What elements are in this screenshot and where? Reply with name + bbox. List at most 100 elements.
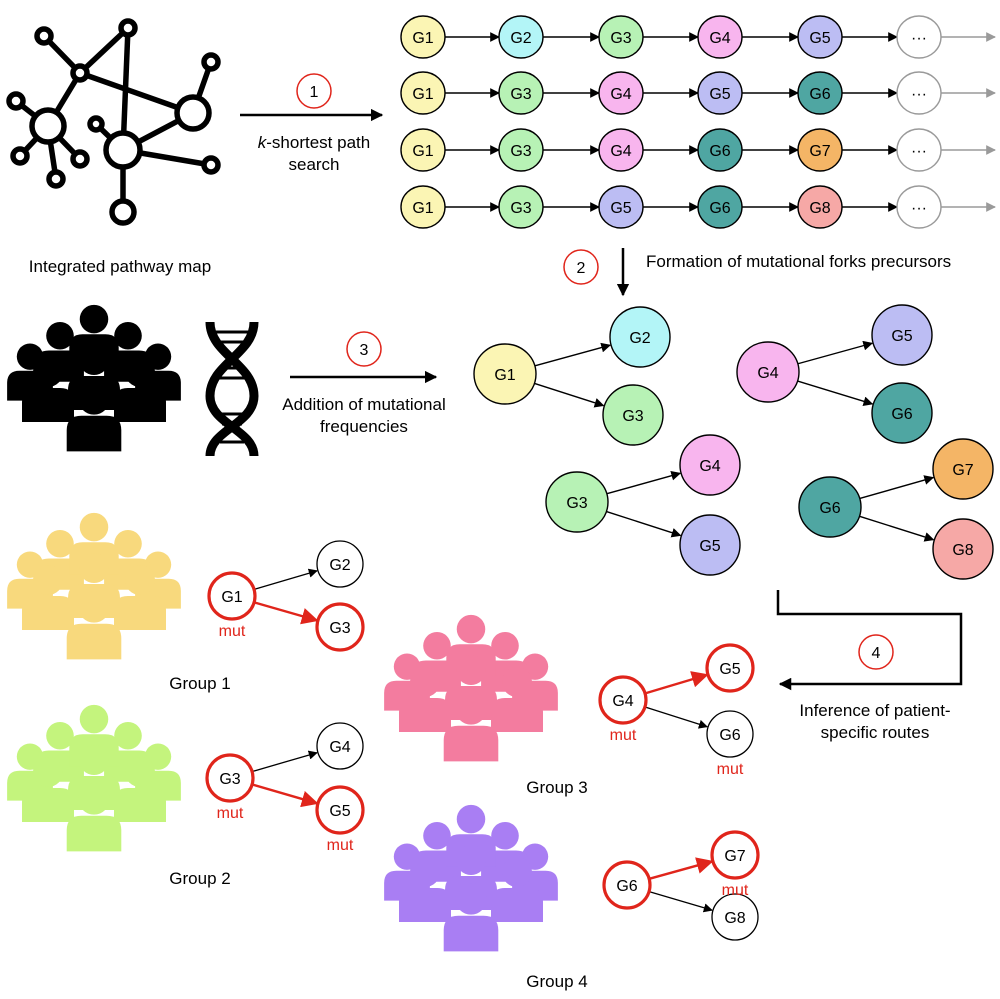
edge-arrow (252, 783, 319, 808)
group-top-node: G2 (316, 540, 364, 588)
node-label: G5 (709, 86, 730, 103)
people-crowd-icon (7, 305, 181, 452)
node-label: ··· (911, 30, 927, 47)
step-2: 2 Formation of mutational forks precurso… (563, 248, 951, 297)
node-label: G6 (809, 86, 830, 103)
fork-child-node: G5 (679, 514, 741, 576)
node-circle (896, 185, 942, 229)
fork-root-node: G6 (798, 476, 862, 538)
node-circle (697, 15, 743, 59)
pathway-map-label: Integrated pathway map (29, 257, 211, 276)
step-4-label-line2: specific routes (821, 723, 930, 742)
node-label: G4 (699, 458, 720, 475)
edge-arrow (859, 475, 935, 500)
node-circle (598, 675, 648, 725)
node-label: G6 (719, 727, 740, 744)
node-label: ··· (911, 200, 927, 217)
node-label: G2 (629, 330, 650, 347)
step-3-label-line1: Addition of mutational (282, 395, 446, 414)
group-1-crowd-icon (7, 513, 181, 660)
mut-label: mut (217, 805, 244, 822)
gene-node-g1: G1 (400, 185, 446, 229)
node-label: G3 (329, 620, 350, 637)
gene-node-g5: G5 (797, 15, 843, 59)
node-label: G3 (610, 30, 631, 47)
edge-arrow (534, 342, 612, 367)
node-circle (797, 15, 843, 59)
group-top-node: G5 (705, 643, 755, 693)
group-top-node: G7 (710, 830, 760, 880)
group-root-node: G3 (205, 753, 255, 803)
gene-node-g2: G2 (498, 15, 544, 59)
gene-node-g4: G4 (697, 15, 743, 59)
edge-arrow (645, 671, 709, 695)
node-circle (400, 15, 446, 59)
node-label: G6 (616, 878, 637, 895)
edge-arrow (252, 750, 318, 772)
edge-arrow (797, 340, 874, 365)
node-circle (545, 471, 609, 533)
node-label: G5 (610, 200, 631, 217)
node-label: G5 (719, 661, 740, 678)
node-label: G1 (412, 143, 433, 160)
node-circle (736, 341, 800, 403)
group-root-node: G6 (602, 860, 652, 910)
edge-arrow (649, 891, 713, 913)
network-graph-icon (6, 18, 221, 226)
node-label: G1 (412, 30, 433, 47)
ellipsis-node: ··· (896, 128, 942, 172)
edge-arrow (797, 380, 874, 407)
node-circle (316, 722, 364, 770)
node-label: G5 (891, 328, 912, 345)
step-2-label: Formation of mutational forks precursors (646, 252, 951, 271)
node-label: G6 (891, 406, 912, 423)
gene-node-g3: G3 (498, 128, 544, 172)
node-label: G3 (219, 771, 240, 788)
fork-child-node: G5 (871, 304, 933, 366)
fork-child-node: G6 (871, 382, 933, 444)
node-label: G1 (494, 367, 515, 384)
node-label: G1 (412, 200, 433, 217)
node-label: G8 (952, 542, 973, 559)
ellipsis-node: ··· (896, 15, 942, 59)
step-number: 3 (360, 342, 369, 359)
step-3: 3 Addition of mutational frequencies (282, 331, 446, 436)
node-circle (711, 893, 759, 941)
step-1: 1 k-shortest path search (240, 73, 384, 174)
gene-node-g4: G4 (598, 71, 644, 115)
node-label: G8 (724, 910, 745, 927)
step-3-label-line2: frequencies (320, 417, 408, 436)
edge-arrow (645, 706, 708, 729)
node-circle (598, 15, 644, 59)
node-label: G7 (809, 143, 830, 160)
gene-node-g1: G1 (400, 128, 446, 172)
gene-node-g7: G7 (797, 128, 843, 172)
edge-arrow (254, 568, 318, 590)
step-1-label-line1: k-shortest path (258, 133, 370, 152)
node-label: G6 (709, 200, 730, 217)
node-circle (598, 71, 644, 115)
node-circle (710, 830, 760, 880)
node-circle (697, 185, 743, 229)
step-number-badge (858, 634, 894, 670)
node-circle (400, 71, 446, 115)
gene-node-g1: G1 (400, 15, 446, 59)
edge-arrow (254, 601, 319, 625)
node-circle (797, 185, 843, 229)
node-circle (871, 382, 933, 444)
node-circle (798, 476, 862, 538)
mut-label: mut (722, 882, 749, 899)
node-circle (498, 185, 544, 229)
node-label: G7 (952, 462, 973, 479)
node-label: G6 (709, 143, 730, 160)
node-circle (896, 71, 942, 115)
node-circle (473, 343, 537, 405)
node-circle (679, 434, 741, 496)
group-bottom-node: G5 (315, 785, 365, 835)
step-4: 4 Inference of patient- specific routes (776, 590, 963, 742)
step-number-badge (563, 249, 599, 285)
